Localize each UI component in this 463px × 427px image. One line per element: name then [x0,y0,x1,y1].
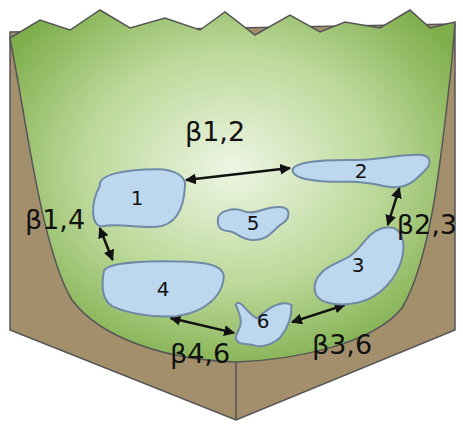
edge-label: β1,2 [183,117,247,147]
edge-label: β3,6 [310,330,374,360]
dispersal-arrow [171,318,234,333]
pond-number: 1 [131,188,144,208]
pond: 1 [88,168,186,228]
landscape-surface [10,10,455,362]
dispersal-arrow [292,305,345,322]
pond-number: 3 [352,255,365,275]
dispersal-arrow [186,168,290,180]
block-edge [235,360,237,420]
pond: 4 [100,260,226,318]
dispersal-arrow [100,228,113,260]
pond: 6 [234,294,292,348]
pond-number: 4 [157,279,170,299]
pond: 5 [214,204,292,242]
edge-label: β2,3 [395,210,459,240]
edge-label: β1,4 [23,205,87,235]
pond: 2 [290,153,432,188]
pond-number: 6 [257,311,270,331]
pond-number: 5 [247,213,260,233]
pond-number: 2 [355,161,368,181]
pond: 3 [310,225,406,305]
edge-label: β4,6 [168,339,232,369]
